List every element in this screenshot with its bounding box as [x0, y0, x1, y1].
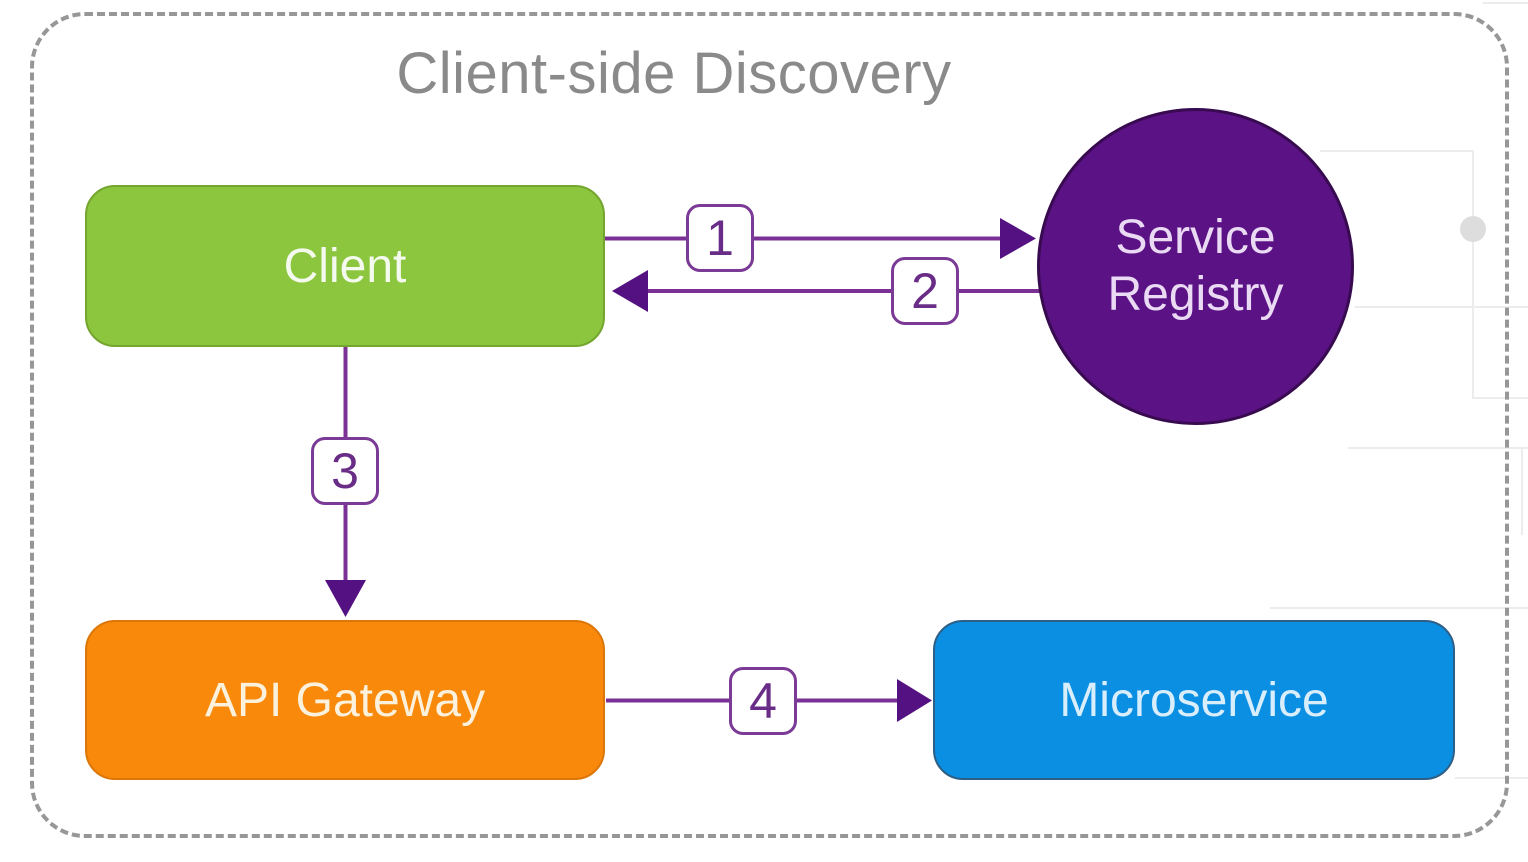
step-badge-2: 2	[891, 257, 959, 325]
faint-line	[1473, 397, 1528, 399]
node-microservice: Microservice	[933, 620, 1455, 780]
node-client-label: Client	[283, 239, 407, 293]
faint-line	[1270, 607, 1528, 609]
step-badge-4: 4	[729, 667, 797, 735]
node-api-gateway: API Gateway	[85, 620, 605, 780]
node-service-registry-label-line1: Service	[1115, 210, 1276, 264]
faint-line	[1472, 150, 1474, 399]
faint-line	[1483, 2, 1528, 4]
faint-line	[1355, 306, 1528, 308]
step-badge-3-number: 3	[331, 443, 359, 499]
node-api-gateway-label: API Gateway	[204, 673, 486, 727]
faint-line	[1455, 777, 1528, 779]
step-badge-3: 3	[311, 437, 379, 505]
node-microservice-label: Microservice	[1059, 673, 1329, 727]
step-badge-4-number: 4	[749, 673, 777, 729]
node-client: Client	[85, 185, 605, 347]
node-service-registry-label-line2: Registry	[1107, 267, 1284, 321]
step-badge-1-number: 1	[706, 210, 734, 266]
node-service-registry: Service Registry	[1037, 108, 1354, 425]
faint-line	[1521, 447, 1523, 535]
diagram-title: Client-side Discovery	[396, 41, 952, 106]
faint-line	[1348, 447, 1528, 449]
faint-dot	[1460, 216, 1486, 242]
faint-line	[1320, 150, 1473, 152]
client-side-discovery-group-border	[30, 12, 1509, 838]
step-badge-1: 1	[686, 204, 754, 272]
step-badge-2-number: 2	[911, 263, 939, 319]
